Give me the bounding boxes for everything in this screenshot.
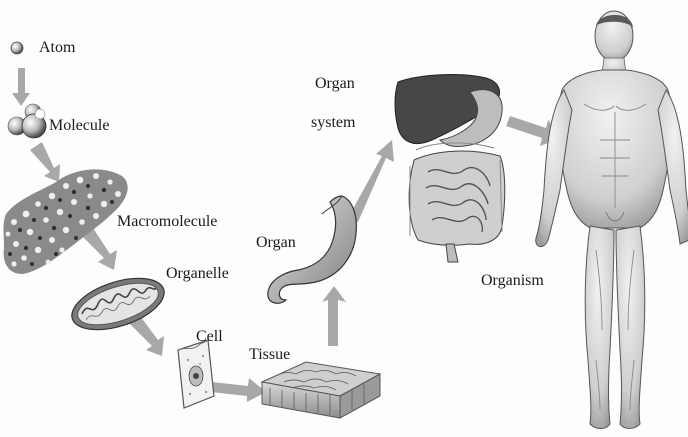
tissue-icon xyxy=(262,362,380,418)
label-tissue: Tissue xyxy=(249,346,290,364)
organ-system-icon xyxy=(395,75,505,262)
arrow-atom-to-molecule xyxy=(12,68,30,106)
arrow-cell-to-tissue xyxy=(211,378,266,402)
label-cell: Cell xyxy=(196,328,223,346)
arrow-organelle-to-cell xyxy=(130,316,164,356)
label-macromolecule: Macromolecule xyxy=(117,213,217,231)
arrow-molecule-to-macromolecule xyxy=(30,142,60,182)
label-molecule: Molecule xyxy=(49,117,109,135)
label-organ: Organ xyxy=(256,234,296,252)
molecule-icon xyxy=(8,104,46,138)
arrow-tissue-to-organ xyxy=(322,286,346,346)
organelle-icon xyxy=(66,268,171,340)
arrow-organ-to-organ-system xyxy=(348,140,394,222)
label-organ-system-line2: system xyxy=(311,114,355,132)
label-organism: Organism xyxy=(481,272,544,290)
atom-icon xyxy=(11,42,23,54)
arrow-macromolecule-to-organelle xyxy=(82,228,117,270)
organism-icon xyxy=(536,11,688,429)
label-atom: Atom xyxy=(39,39,75,57)
cell-icon xyxy=(178,340,214,408)
label-organ-system-line1: Organ xyxy=(315,75,355,93)
label-organelle: Organelle xyxy=(166,265,229,283)
